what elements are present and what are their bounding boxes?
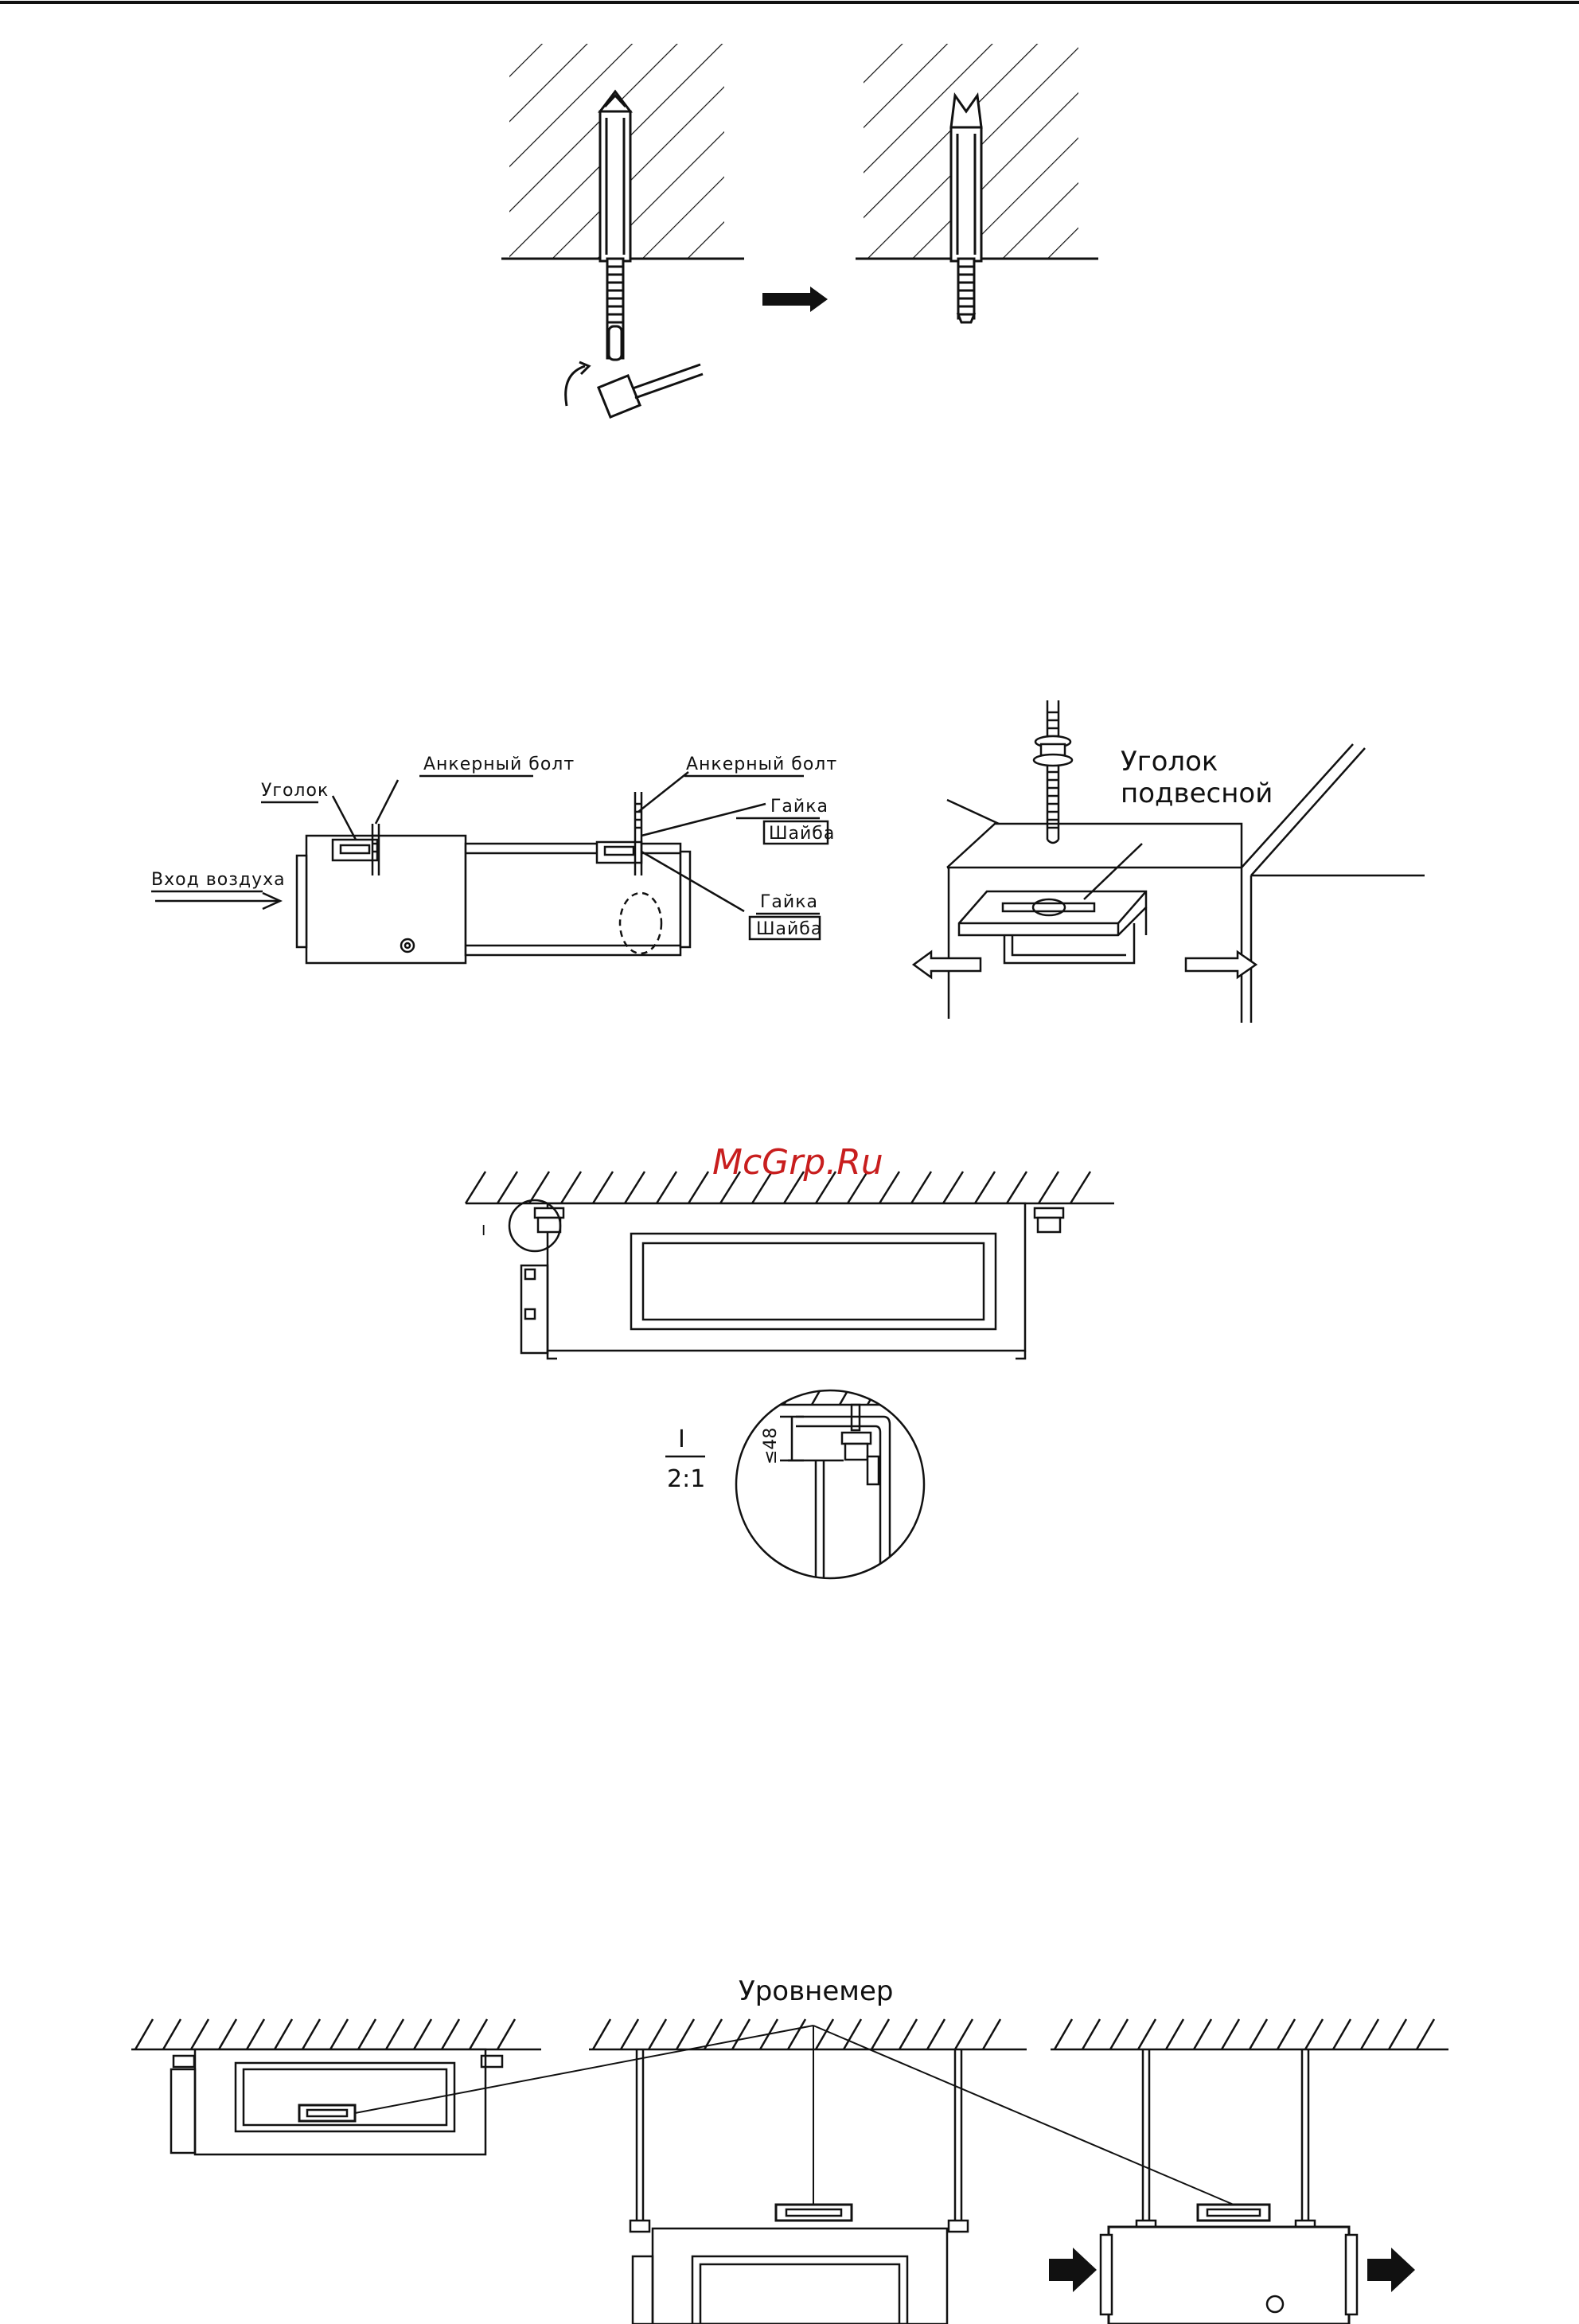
detail-marker-label: I <box>481 1222 485 1239</box>
label-air-inlet: Вход воздуха <box>151 870 286 890</box>
label-nut-bottom: Гайка <box>760 892 818 912</box>
scale-denominator: 2:1 <box>667 1465 705 1493</box>
label-corner-line1: Уголок <box>1121 746 1218 778</box>
label-level-gauge: Уровнемер <box>739 1975 893 2007</box>
label-nut-top: Гайка <box>770 797 828 817</box>
wrench-tool <box>566 362 703 417</box>
ceiling-block-right <box>856 44 1098 322</box>
label-corner: Уголок <box>261 781 329 801</box>
scale-numerator: I <box>678 1425 685 1453</box>
anchor-figure <box>501 44 1098 417</box>
step-arrow <box>762 287 828 312</box>
label-washer-bottom: Шайба <box>756 919 822 939</box>
level-leader-lines <box>355 2026 1234 2205</box>
inlet-arrow <box>155 893 280 909</box>
detail-view <box>716 1377 955 1580</box>
label-bolt-right: Анкерный болт <box>686 755 837 774</box>
threaded-rod <box>1034 700 1072 843</box>
unit-2 <box>630 2049 968 2324</box>
hanger-bracket <box>959 844 1146 963</box>
level-figure <box>131 2019 1448 2324</box>
label-bolt-left: Анкерный болт <box>423 755 575 774</box>
ceiling-strip-3 <box>1051 2019 1448 2049</box>
clearance-dimension: ≤48 <box>761 1428 781 1464</box>
anchor-bolt-left <box>607 259 623 360</box>
indoor-unit <box>521 1203 1063 1359</box>
label-corner-line2: подвесной <box>1121 778 1273 809</box>
ceiling-block-left <box>501 44 744 261</box>
hanger-label: Уголок подвесной <box>1121 746 1273 809</box>
unit-3 <box>1049 2049 1415 2324</box>
label-washer-top: Шайба <box>769 824 835 844</box>
watermark-text: McGrp.Ru <box>712 1142 883 1183</box>
bracket-figure <box>151 772 828 963</box>
ceiling-mount-figure <box>466 1172 1114 1580</box>
ceiling-strip-2 <box>589 2019 1027 2049</box>
ceiling-strip-1 <box>131 2019 541 2049</box>
unit-1 <box>171 2049 502 2154</box>
